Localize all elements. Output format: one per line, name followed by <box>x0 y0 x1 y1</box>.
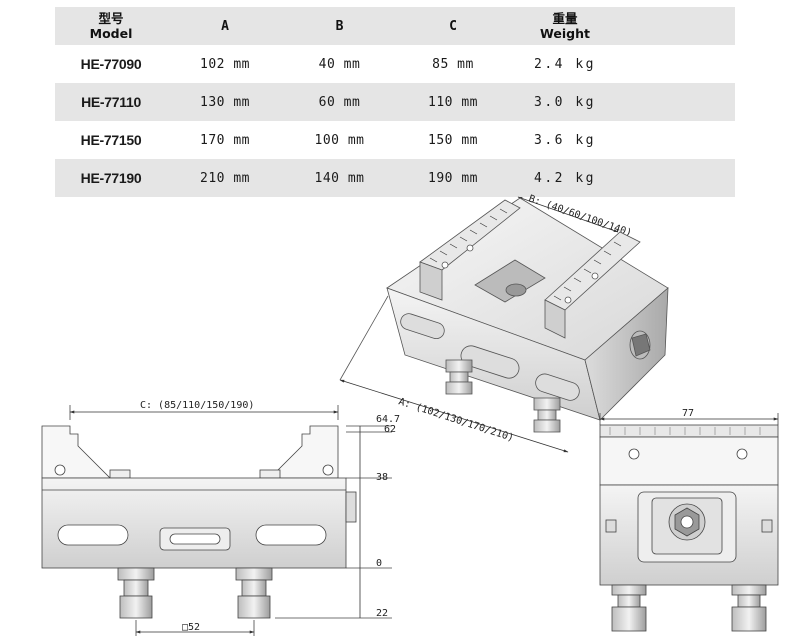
dim-a-line <box>339 379 569 453</box>
front-feet <box>117 567 273 619</box>
table-row: HE-77090 102 mm 40 mm 85 mm 2.4 kg <box>55 45 735 83</box>
cell-model: HE-77090 <box>80 56 142 72</box>
table-header-row: 型号 Model A B C 重量 Weight <box>55 7 735 45</box>
cell-a: 170 mm <box>200 132 250 148</box>
spec-table: 型号 Model A B C 重量 Weight HE-77090 102 mm… <box>55 7 735 197</box>
cell-a: 210 mm <box>200 170 250 186</box>
header-weight: 重量 Weight <box>510 7 620 45</box>
front-elevation-view: C: (85/110/150/190) 64.7 <box>41 400 400 636</box>
dim-38: 38 <box>376 472 388 483</box>
cell-model: HE-77150 <box>80 132 142 148</box>
cell-model: HE-77190 <box>80 170 142 186</box>
header-weight-cn: 重量 <box>552 11 578 26</box>
cell-weight: 4.2 kg <box>534 170 596 186</box>
dim-22: 22 <box>376 608 388 619</box>
table-row: HE-77110 130 mm 60 mm 110 mm 3.0 kg <box>55 83 735 121</box>
cell-a: 102 mm <box>200 56 250 72</box>
cell-weight: 3.0 kg <box>534 94 596 110</box>
dim-52: □52 <box>182 622 200 633</box>
dim-c-label: C: (85/110/150/190) <box>140 400 254 411</box>
cell-weight: 2.4 kg <box>534 56 596 72</box>
side-elevation-view: 77 <box>599 408 779 632</box>
side-feet <box>611 584 767 632</box>
right-jaw-teeth <box>553 241 622 301</box>
cell-c: 190 mm <box>428 170 478 186</box>
cell-c: 110 mm <box>428 94 478 110</box>
table-row: HE-77150 170 mm 100 mm 150 mm 3.6 kg <box>55 121 735 159</box>
header-model-en: Model <box>89 26 133 41</box>
side-teeth <box>609 427 761 435</box>
cell-b: 140 mm <box>314 170 365 186</box>
dim-62: 62 <box>384 424 396 435</box>
dim-0: 0 <box>376 558 382 569</box>
header-model-cn: 型号 <box>98 11 124 26</box>
header-b: B <box>335 18 344 34</box>
header-model: 型号 Model <box>55 7 167 45</box>
dim-77: 77 <box>682 408 694 419</box>
cell-c: 85 mm <box>432 56 474 72</box>
left-jaw-teeth <box>429 208 508 263</box>
cell-a: 130 mm <box>200 94 250 110</box>
dim-b-line <box>517 196 619 233</box>
header-a: A <box>221 18 229 34</box>
cell-b: 100 mm <box>314 132 365 148</box>
dim-a-label: A: (102/130/170/210) <box>397 396 515 444</box>
dim-64-7: 64.7 <box>376 414 400 425</box>
cell-b: 60 mm <box>318 94 361 110</box>
cell-c: 150 mm <box>428 132 478 148</box>
table-row: HE-77190 210 mm 140 mm 190 mm 4.2 kg <box>55 159 735 197</box>
cell-weight: 3.6 kg <box>534 132 596 148</box>
cell-model: HE-77110 <box>81 94 141 110</box>
header-c: C <box>449 18 457 34</box>
header-weight-en: Weight <box>540 26 590 41</box>
cell-b: 40 mm <box>318 56 361 72</box>
